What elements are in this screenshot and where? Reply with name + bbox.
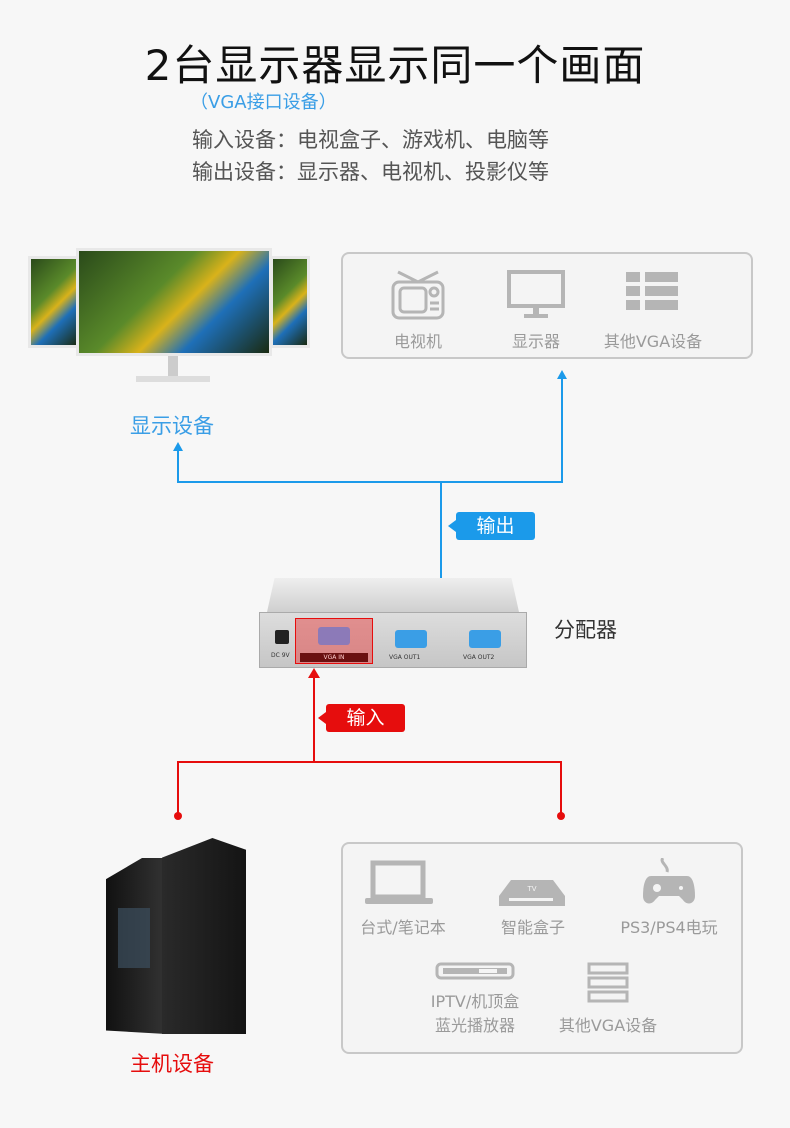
display-devices-label: 显示设备	[130, 414, 214, 438]
list-icon	[626, 272, 678, 310]
monitors-image	[28, 248, 310, 388]
monitor-label: 显示器	[511, 332, 560, 351]
input-devices-panel: 台式/笔记本 TV 智能盒子 PS3/PS4电玩 IPTV/机顶盒 蓝光播放器 …	[341, 842, 743, 1054]
pc-tower-image	[106, 838, 246, 1034]
output-devices-desc: 输出设备：显示器、电视机、投影仪等	[192, 160, 549, 184]
host-devices-label: 主机设备	[130, 1052, 214, 1076]
other-vga-input-label: 其他VGA设备	[558, 1016, 658, 1035]
gamepad-icon	[643, 858, 695, 904]
settop-box-icon	[435, 962, 515, 980]
bluray-label: 蓝光播放器	[434, 1016, 515, 1035]
vga-out2-label: VGA OUT2	[463, 654, 495, 661]
output-badge: 输出	[448, 512, 535, 540]
server-icon	[587, 962, 629, 1003]
subtitle: （VGA接口设备）	[190, 92, 337, 113]
svg-text:TV: TV	[526, 885, 536, 893]
vga-out1-label: VGA OUT1	[389, 654, 421, 661]
input-devices-desc: 输入设备：电视盒子、游戏机、电脑等	[192, 128, 549, 152]
vga-in-label: VGA IN	[300, 653, 368, 662]
dc-port-label: DC 9V	[271, 652, 290, 659]
splitter-label: 分配器	[554, 618, 617, 642]
dc-jack	[275, 630, 289, 644]
vga-out1-port	[395, 630, 427, 648]
laptop-icon	[365, 860, 433, 904]
iptv-label: IPTV/机顶盒	[430, 992, 520, 1011]
vga-out2-port	[469, 630, 501, 648]
splitter-device: DC 9V VGA IN VGA OUT1 VGA OUT2	[259, 578, 527, 668]
laptop-label: 台式/笔记本	[360, 918, 446, 937]
monitor-icon	[507, 270, 565, 318]
vga-in-port: VGA IN	[295, 618, 373, 664]
other-vga-label: 其他VGA设备	[603, 332, 703, 351]
tv-box-label: 智能盒子	[500, 918, 565, 937]
input-badge: 输入	[318, 704, 405, 732]
output-devices-panel: 电视机 显示器 其他VGA设备	[341, 252, 753, 359]
tv-box-icon: TV	[499, 880, 565, 906]
gamepad-label: PS3/PS4电玩	[620, 918, 718, 937]
tv-label: 电视机	[393, 332, 442, 351]
tv-icon	[391, 270, 445, 320]
page-title: 2台显示器显示同一个画面	[144, 41, 646, 90]
